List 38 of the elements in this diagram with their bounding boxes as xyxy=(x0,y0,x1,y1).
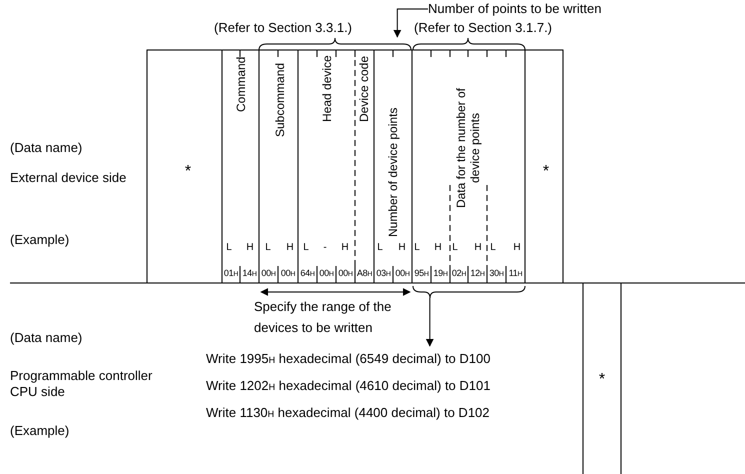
asterisk-mark: * xyxy=(184,164,192,180)
field-name: Number of device points xyxy=(386,108,400,237)
byte-order-mark: H xyxy=(434,241,442,255)
byte-order-mark: H xyxy=(398,241,406,255)
byte-order-mark: H xyxy=(341,241,349,255)
label-text: Programmable controller CPU side xyxy=(10,368,154,400)
byte-order-mark: H xyxy=(474,241,482,255)
label-text: (Refer to Section 3.1.7.) xyxy=(414,20,552,36)
byte-order-mark: L xyxy=(452,241,458,255)
byte-order-mark: L xyxy=(265,241,271,255)
byte-order-mark: L xyxy=(377,241,383,255)
label-text: (Refer to Section 3.3.1.) xyxy=(214,20,352,36)
byte-order-mark: L xyxy=(303,241,309,255)
byte-order-mark: H xyxy=(286,241,294,255)
field-name: Head device xyxy=(320,55,334,122)
leader-line xyxy=(393,8,428,38)
asterisk-mark: * xyxy=(598,372,606,388)
field-name: Device code xyxy=(357,56,371,122)
byte-order-mark: H xyxy=(246,241,254,255)
byte-order-mark: L xyxy=(226,241,232,255)
field-name: Data for the number of device points xyxy=(454,86,482,210)
label-text: (Data name) xyxy=(10,140,82,156)
curly-brace xyxy=(258,38,412,50)
field-name: Command xyxy=(234,56,248,112)
leader-line xyxy=(426,298,434,347)
byte-order-mark: L xyxy=(414,241,420,255)
byte-order-mark: - xyxy=(323,241,327,255)
curly-brace xyxy=(412,286,526,298)
byte-order-mark: L xyxy=(490,241,496,255)
label-text: (Data name) xyxy=(10,330,82,346)
label-text: External device side xyxy=(10,169,128,187)
label-text: (Example) xyxy=(10,423,70,439)
label-text: (Example) xyxy=(10,232,70,248)
byte-order-mark: H xyxy=(513,241,521,255)
field-name: Subcommand xyxy=(273,62,287,137)
label-text: Specify the range of the devices to be written xyxy=(254,298,392,337)
asterisk-mark: * xyxy=(542,164,550,180)
note-text: Number of points to be written xyxy=(428,1,602,17)
